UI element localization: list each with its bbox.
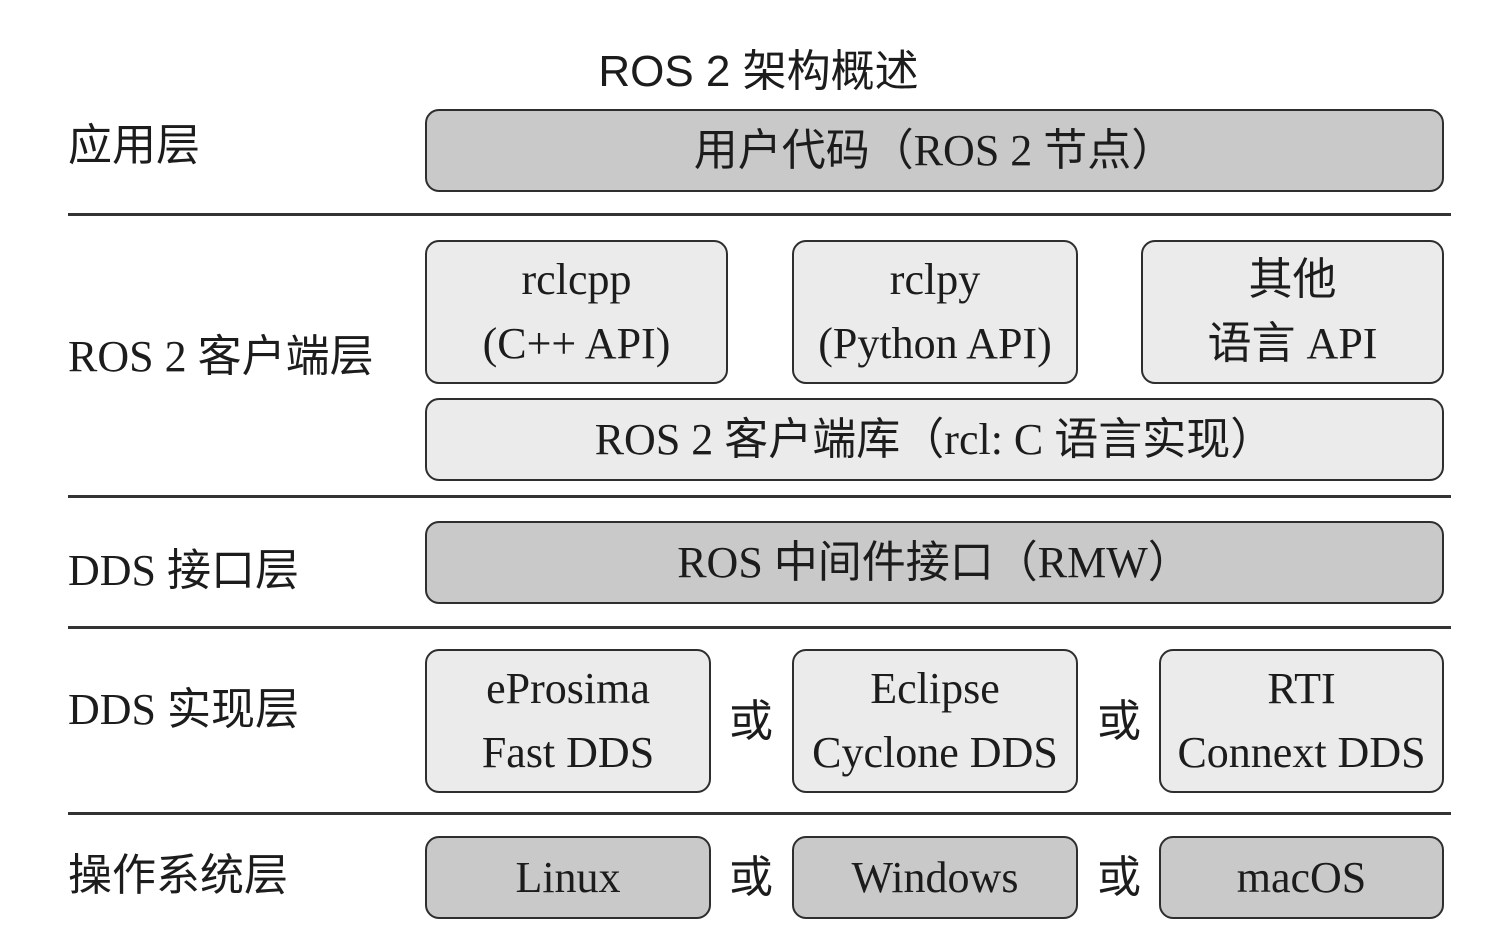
layer-label-dds-impl: DDS 实现层 xyxy=(68,685,300,734)
or-text: 或 xyxy=(729,697,773,746)
rclcpp-box: rclcpp (C++ API) xyxy=(425,240,728,384)
or-text: 或 xyxy=(1097,697,1141,746)
rclpy-box: rclpy (Python API) xyxy=(792,240,1078,384)
or-text: 或 xyxy=(1097,853,1141,902)
cyclone-dds-box: Eclipse Cyclone DDS xyxy=(792,649,1078,793)
fast-dds-name: Fast DDS xyxy=(481,728,655,777)
rclcpp-desc: (C++ API) xyxy=(482,319,671,368)
user-code-text: 用户代码（ROS 2 节点） xyxy=(693,125,1176,175)
macos-text: macOS xyxy=(1236,852,1367,902)
layer-separator xyxy=(68,812,1451,815)
fast-dds-vendor: eProsima xyxy=(486,664,650,713)
layer-separator xyxy=(68,626,1451,629)
other-api-box: 其他 语言 API xyxy=(1141,240,1444,384)
cyclone-dds-name: Cyclone DDS xyxy=(812,728,1058,777)
windows-text: Windows xyxy=(851,852,1019,902)
or-text: 或 xyxy=(729,853,773,902)
rcl-library-box: ROS 2 客户端库（rcl: C 语言实现） xyxy=(425,398,1444,481)
connext-dds-box: RTI Connext DDS xyxy=(1159,649,1444,793)
fast-dds-box: eProsima Fast DDS xyxy=(425,649,711,793)
rclcpp-name: rclcpp xyxy=(521,255,632,304)
windows-box: Windows xyxy=(792,836,1078,919)
user-code-box: 用户代码（ROS 2 节点） xyxy=(425,109,1444,192)
other-api-line2: 语言 API xyxy=(1207,319,1378,368)
layer-separator xyxy=(68,213,1451,216)
macos-box: macOS xyxy=(1159,836,1444,919)
layer-separator xyxy=(68,495,1451,498)
layer-label-application: 应用层 xyxy=(68,121,200,170)
rmw-box: ROS 中间件接口（RMW） xyxy=(425,521,1444,604)
cyclone-dds-vendor: Eclipse xyxy=(870,664,1000,713)
rmw-text: ROS 中间件接口（RMW） xyxy=(677,537,1192,587)
layer-label-dds-interface: DDS 接口层 xyxy=(68,546,300,595)
rclpy-desc: (Python API) xyxy=(818,319,1052,368)
linux-box: Linux xyxy=(425,836,711,919)
connext-dds-name: Connext DDS xyxy=(1177,728,1426,777)
rclpy-name: rclpy xyxy=(889,255,981,304)
linux-text: Linux xyxy=(515,852,621,902)
diagram-title: ROS 2 架构概述 xyxy=(598,47,919,96)
layer-label-os: 操作系统层 xyxy=(68,851,288,900)
rcl-library-text: ROS 2 客户端库（rcl: C 语言实现） xyxy=(594,414,1275,464)
connext-dds-vendor: RTI xyxy=(1267,664,1336,713)
layer-label-client: ROS 2 客户端层 xyxy=(68,332,374,381)
other-api-line1: 其他 xyxy=(1248,255,1337,304)
